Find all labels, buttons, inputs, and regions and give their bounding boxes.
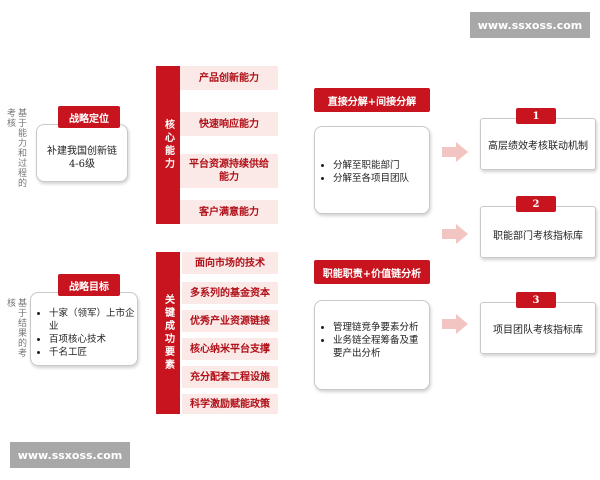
- factor-item-2: 多系列的基金资本: [182, 282, 278, 304]
- factor-list: 面向市场的技术 多系列的基金资本 优秀产业资源链接 核心纳米平台支撑 充分配套工…: [180, 252, 278, 414]
- arrow-right-icon-2: [442, 224, 468, 244]
- capability-item-3: 平台资源持续供给能力: [180, 154, 278, 188]
- mechanism-card-1: 高层绩效考核联动机制: [480, 118, 596, 170]
- mechanism-text-1: 高层绩效考核联动机制: [488, 141, 588, 152]
- decomposition-header-top: 直接分解+间接分解: [314, 88, 430, 112]
- factor-item-1: 面向市场的技术: [182, 252, 278, 274]
- target-item-3: 千名工匠: [49, 346, 137, 359]
- target-item-2: 百项核心技术: [49, 333, 137, 346]
- arrow-right-icon-3: [442, 314, 468, 334]
- strategic-target-header: 战略目标: [58, 274, 120, 296]
- strategic-target-card: 十家（领军）上市企业 百项核心技术 千名工匠: [30, 292, 138, 366]
- target-item-1: 十家（领军）上市企业: [49, 307, 137, 333]
- mechanism-number-1: 1: [516, 108, 556, 124]
- strategy-position-text: 补建我国创新链4-6级: [47, 146, 117, 170]
- capability-item-1: 产品创新能力: [180, 66, 278, 90]
- key-success-column: 关键成功要素: [156, 252, 180, 414]
- decomposition-header-bottom: 职能职责+价值链分析: [314, 260, 430, 284]
- capability-item-2: 快速响应能力: [180, 112, 278, 136]
- factor-item-4: 核心纳米平台支撑: [182, 338, 278, 360]
- watermark-top: www.ssxoss.com: [470, 12, 590, 38]
- factor-item-5: 充分配套工程设施: [182, 366, 278, 388]
- watermark-bottom: www.ssxoss.com: [10, 442, 130, 468]
- decomposition-bottom-item-1: 管理链竞争要素分析: [333, 321, 421, 334]
- strategy-position-header: 战略定位: [58, 106, 120, 128]
- strategy-position-card: 补建我国创新链4-6级: [36, 124, 128, 182]
- arrow-right-icon-1: [442, 142, 468, 162]
- mechanism-card-2: 职能部门考核指标库: [480, 206, 596, 258]
- decomposition-top-item-1: 分解至职能部门: [333, 159, 429, 172]
- capability-item-4: 客户满意能力: [180, 200, 278, 224]
- mechanism-text-3: 项目团队考核指标库: [493, 325, 583, 336]
- mechanism-card-3: 项目团队考核指标库: [480, 302, 596, 354]
- core-ability-column: 核心能力: [156, 66, 180, 224]
- factor-item-6: 科学激励赋能政策: [182, 394, 278, 414]
- lower-side-label: 基于结果的考核: [5, 298, 26, 358]
- mechanism-number-3: 3: [516, 292, 556, 308]
- mechanism-number-2: 2: [516, 196, 556, 212]
- decomposition-top-item-2: 分解至各项目团队: [333, 172, 429, 185]
- capability-list: 产品创新能力 快速响应能力 平台资源持续供给能力 客户满意能力: [180, 66, 278, 224]
- upper-side-label: 基于能力和过程的考核: [5, 108, 26, 188]
- mechanism-text-2: 职能部门考核指标库: [493, 231, 583, 242]
- decomposition-card-bottom: 管理链竞争要素分析 业务链全程筹备及重要产出分析: [314, 300, 430, 390]
- decomposition-card-top: 分解至职能部门 分解至各项目团队: [314, 126, 430, 214]
- decomposition-bottom-item-2: 业务链全程筹备及重要产出分析: [333, 334, 421, 360]
- factor-item-3: 优秀产业资源链接: [182, 310, 278, 332]
